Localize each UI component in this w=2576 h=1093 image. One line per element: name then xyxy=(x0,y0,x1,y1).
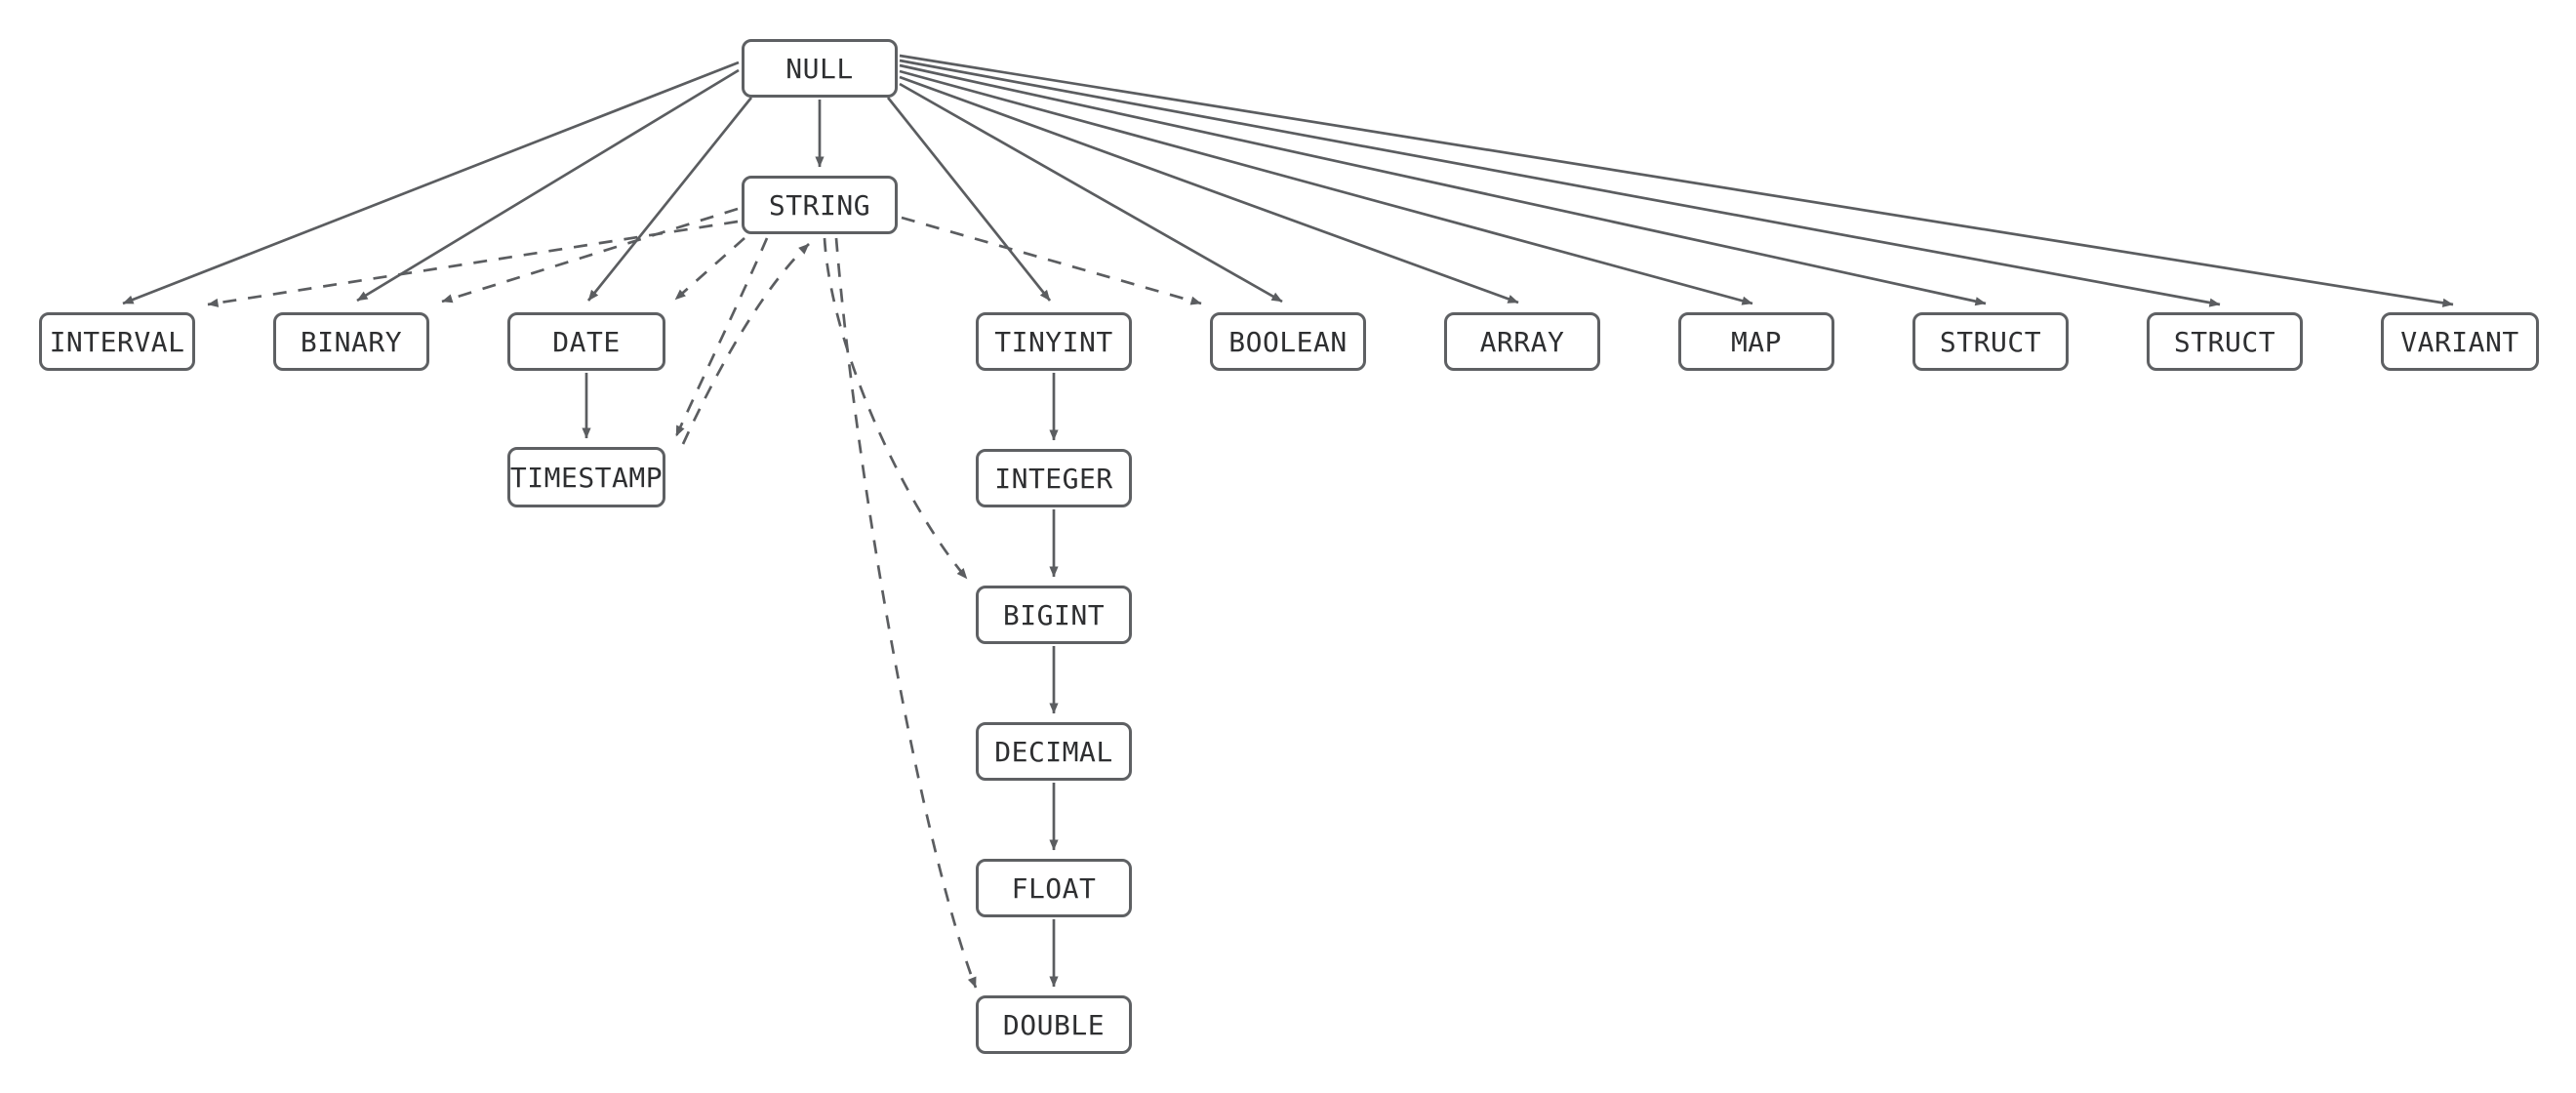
node-label: TINYINT xyxy=(994,325,1113,358)
edge-string-to-bigint xyxy=(823,237,969,580)
node-boolean: BOOLEAN xyxy=(1210,312,1366,371)
edge-null-to-boolean xyxy=(899,82,1283,304)
edge-timestamp-to-string xyxy=(681,243,810,445)
node-string: STRING xyxy=(742,176,898,234)
node-struct1: STRUCT xyxy=(1912,312,2069,371)
node-map: MAP xyxy=(1678,312,1834,371)
node-label: FLOAT xyxy=(1011,871,1097,905)
edge-string-to-boolean xyxy=(901,216,1202,305)
node-label: INTEGER xyxy=(994,462,1113,495)
node-label: TIMESTAMP xyxy=(509,461,664,494)
edge-null-to-variant xyxy=(899,54,2454,307)
edge-null-to-map xyxy=(899,69,1753,305)
node-integer: INTEGER xyxy=(976,449,1132,507)
node-double: DOUBLE xyxy=(976,995,1132,1054)
node-label: DECIMAL xyxy=(994,735,1113,768)
edge-null-to-binary xyxy=(356,68,740,303)
node-label: BIGINT xyxy=(1002,598,1106,631)
node-bigint: BIGINT xyxy=(976,586,1132,644)
node-decimal: DECIMAL xyxy=(976,722,1132,781)
edge-null-to-tinyint xyxy=(886,97,1052,302)
node-float: FLOAT xyxy=(976,859,1132,917)
edge-string-to-double xyxy=(834,237,978,989)
edge-string-to-binary xyxy=(441,207,739,304)
edge-string-to-timestamp xyxy=(674,237,769,437)
edge-null-to-interval xyxy=(122,61,740,305)
node-label: NULL xyxy=(785,52,854,85)
node-label: STRUCT xyxy=(2173,325,2276,358)
node-null: NULL xyxy=(742,39,898,98)
node-label: INTERVAL xyxy=(49,325,185,358)
node-timestamp: TIMESTAMP xyxy=(507,447,665,507)
node-label: VARIANT xyxy=(2400,325,2519,358)
edge-string-to-interval xyxy=(207,220,739,307)
edge-null-to-struct1 xyxy=(899,63,1987,306)
node-label: DOUBLE xyxy=(1002,1008,1106,1041)
node-label: DATE xyxy=(552,325,621,358)
node-label: MAP xyxy=(1730,325,1783,358)
node-label: ARRAY xyxy=(1479,325,1565,358)
edge-null-to-struct2 xyxy=(899,59,2221,307)
edge-null-to-date xyxy=(586,97,753,302)
node-label: STRING xyxy=(768,188,871,222)
node-interval: INTERVAL xyxy=(39,312,195,371)
node-date: DATE xyxy=(507,312,665,371)
node-label: BOOLEAN xyxy=(1228,325,1348,358)
node-label: STRUCT xyxy=(1939,325,2042,358)
node-label: BINARY xyxy=(300,325,403,358)
node-array: ARRAY xyxy=(1444,312,1600,371)
node-struct2: STRUCT xyxy=(2147,312,2303,371)
node-binary: BINARY xyxy=(273,312,429,371)
edge-string-to-date xyxy=(674,236,745,302)
node-variant: VARIANT xyxy=(2381,312,2539,371)
edge-null-to-array xyxy=(899,75,1519,304)
node-tinyint: TINYINT xyxy=(976,312,1132,371)
